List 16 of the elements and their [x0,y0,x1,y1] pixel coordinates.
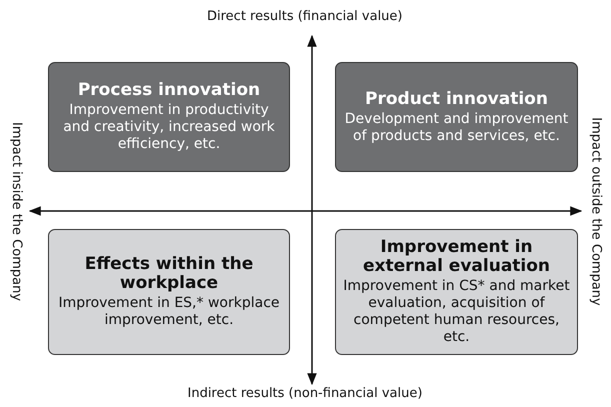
axis-label: Impact inside the Company [8,121,24,301]
box-heading: Product innovation [364,90,549,108]
axis-label: Direct results (financial value) [207,8,402,24]
box-description: Improvement in CS* and market evaluation, acquisition of competent human resources, etc. [342,278,571,346]
box-description: Improvement in productivity and creativity, increased work efficiency, etc. [62,102,276,153]
box-heading: Process innovation [76,81,262,100]
quadrant-box [335,229,578,355]
quadrant-box [335,62,578,172]
box-heading: Improvement in external evaluation [362,238,552,276]
box-heading: Effects within the workplace [84,255,254,293]
box-description: Development and improvement of products and services, etc. [344,110,570,144]
axis-label: Indirect results (non-financial value) [188,386,422,400]
quadrant-box [48,62,290,172]
axis-label: Impact outside the Company [588,116,604,306]
box-description: Improvement in ES,* workplace improvement, etc. [57,295,281,329]
quadrant-box [48,229,290,355]
